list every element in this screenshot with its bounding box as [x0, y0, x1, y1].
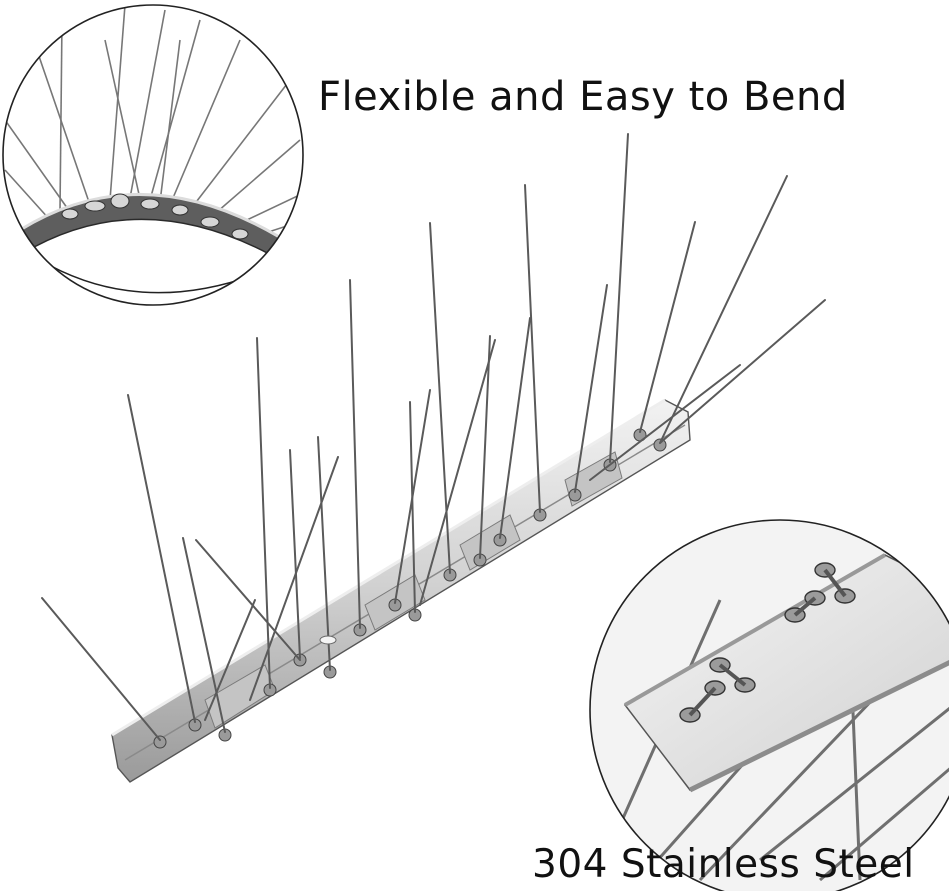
- bend-detail-circle: [2, 4, 304, 306]
- flexible-caption: Flexible and Easy to Bend: [318, 74, 848, 120]
- material-caption: 304 Stainless Steel: [532, 842, 915, 887]
- bird-spike-strip: [41, 133, 826, 783]
- steel-detail-circle: [589, 519, 949, 891]
